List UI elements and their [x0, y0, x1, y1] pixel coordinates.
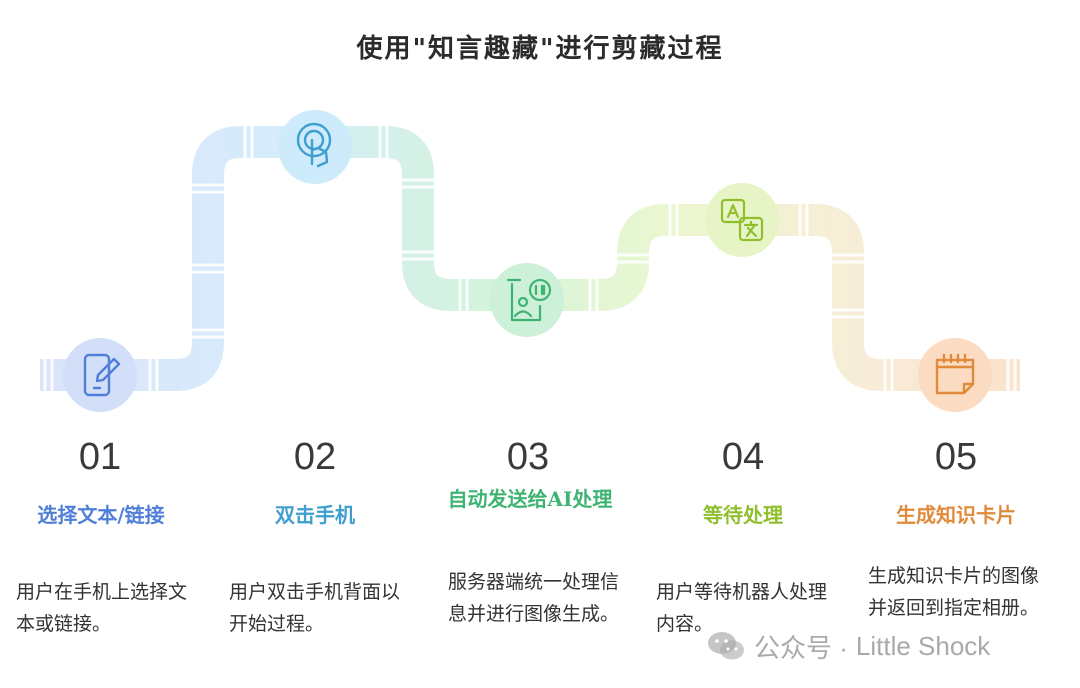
phone-edit-icon [83, 353, 121, 397]
watermark-prefix: 公众号 · [754, 632, 848, 663]
step-2-number: 02 [293, 436, 337, 478]
step-3-label: 自动发送给AI处理 [447, 487, 613, 511]
step-5-description: 生成知识卡片的图像并返回到指定相册。 [868, 565, 1040, 619]
step-3-number: 03 [506, 436, 550, 478]
step-4-description: 用户等待机器人处理内容。 [656, 581, 828, 635]
pipe-joints [43, 125, 1017, 392]
step-1-label: 选择文本/链接 [37, 503, 165, 527]
page-title: 使用"知言趣藏"进行剪藏过程 [356, 34, 724, 64]
ai-chat-icon [506, 278, 552, 322]
pipeline-diagram [40, 110, 1020, 412]
calendar-icon [935, 353, 975, 395]
step-1-description: 用户在手机上选择文本或链接。 [16, 581, 188, 635]
step-5-node [918, 338, 992, 412]
step-2-description: 用户双击手机背面以开始过程。 [229, 581, 401, 635]
translate-icon [720, 198, 764, 242]
step-4-number: 04 [721, 436, 765, 478]
wechat-icon [708, 632, 744, 660]
step-2-label: 双击手机 [275, 503, 355, 527]
step-5-number: 05 [934, 436, 978, 478]
step-5-label: 生成知识卡片 [896, 503, 1016, 527]
step-4-node [705, 183, 779, 257]
tap-icon [296, 122, 332, 168]
step-1-node [63, 338, 137, 412]
pipe-path [40, 126, 1020, 391]
step-3-node [490, 263, 564, 337]
step-4-label: 等待处理 [703, 503, 783, 527]
watermark: 公众号 · Little Shock [706, 626, 1066, 666]
step-1-number: 01 [78, 436, 122, 478]
watermark-name: Little Shock [855, 630, 991, 661]
step-3-description: 服务器端统一处理信息并进行图像生成。 [448, 571, 620, 625]
step-2-node [278, 110, 352, 184]
